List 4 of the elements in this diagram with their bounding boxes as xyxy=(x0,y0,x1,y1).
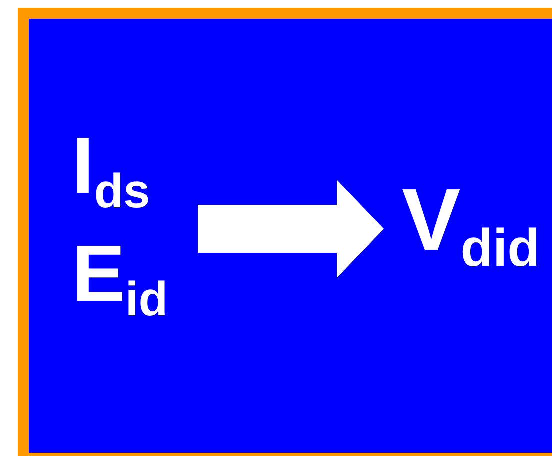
symbol-label: E$_{id}$ xyxy=(72,228,170,328)
block-arrow xyxy=(198,180,384,278)
symbol-label: I$_{ds}$ xyxy=(72,120,152,220)
symbol-label: V$_{did}$ xyxy=(402,170,541,270)
